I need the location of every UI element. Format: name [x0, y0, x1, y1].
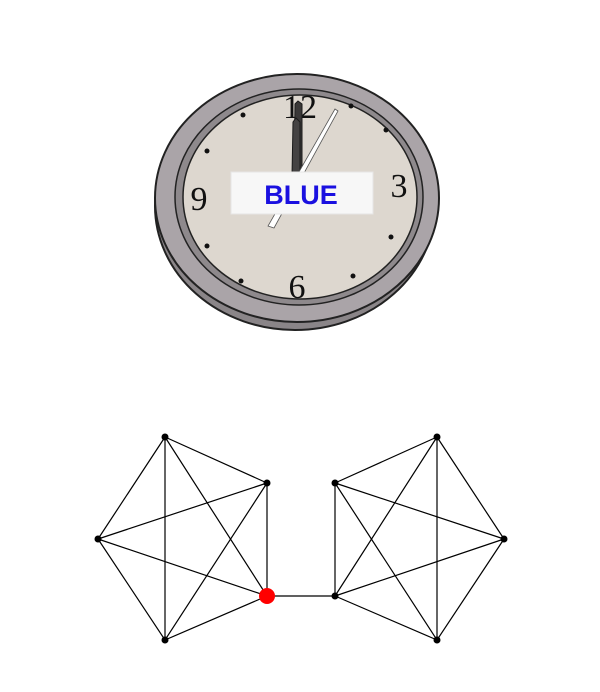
graph-edge — [334, 482, 505, 540]
graph-node — [161, 433, 169, 441]
graph-edge — [97, 538, 268, 597]
graph-node — [500, 535, 508, 543]
graph-edges — [97, 436, 505, 641]
graph-edge — [334, 538, 505, 597]
graph-edge — [334, 436, 438, 484]
numeral-6: 6 — [289, 269, 306, 306]
graph-edge — [334, 595, 438, 641]
graph-edge — [334, 436, 438, 597]
wall-clock: 12 3 6 9 BLUE — [154, 73, 440, 331]
graph-edge — [436, 538, 505, 641]
graph-edge — [164, 482, 268, 641]
graph-node — [161, 636, 169, 644]
tick-dot — [388, 234, 394, 240]
graph-edge — [436, 436, 505, 540]
hour-hand — [291, 117, 301, 177]
numeral-9: 9 — [191, 181, 208, 218]
word-label-background — [230, 171, 374, 215]
tick-dot — [383, 127, 389, 133]
graph-edge — [97, 482, 268, 540]
tick-dot — [348, 103, 354, 109]
graph-node — [94, 535, 102, 543]
graph-edge — [164, 436, 268, 597]
two-clique-graph — [94, 433, 508, 644]
graph-edge — [334, 482, 438, 641]
graph-edge — [97, 538, 166, 641]
tick-dot — [204, 243, 210, 249]
graph-node — [433, 636, 441, 644]
tick-dot — [240, 112, 246, 118]
graph-node — [263, 479, 271, 487]
tick-dot — [204, 148, 210, 154]
numeral-3: 3 — [391, 168, 408, 205]
graph-node — [433, 433, 441, 441]
tick-dot — [238, 278, 244, 284]
graph-nodes — [94, 433, 508, 644]
graph-node — [331, 479, 339, 487]
graph-edge — [164, 595, 268, 641]
color-word-label: BLUE — [264, 180, 338, 210]
tick-dot — [350, 273, 356, 279]
graph-node — [331, 592, 339, 600]
graph-node-highlighted — [259, 588, 275, 604]
graph-edge — [97, 436, 166, 540]
clock-tick-marks — [204, 103, 394, 284]
graph-edge — [164, 436, 268, 484]
